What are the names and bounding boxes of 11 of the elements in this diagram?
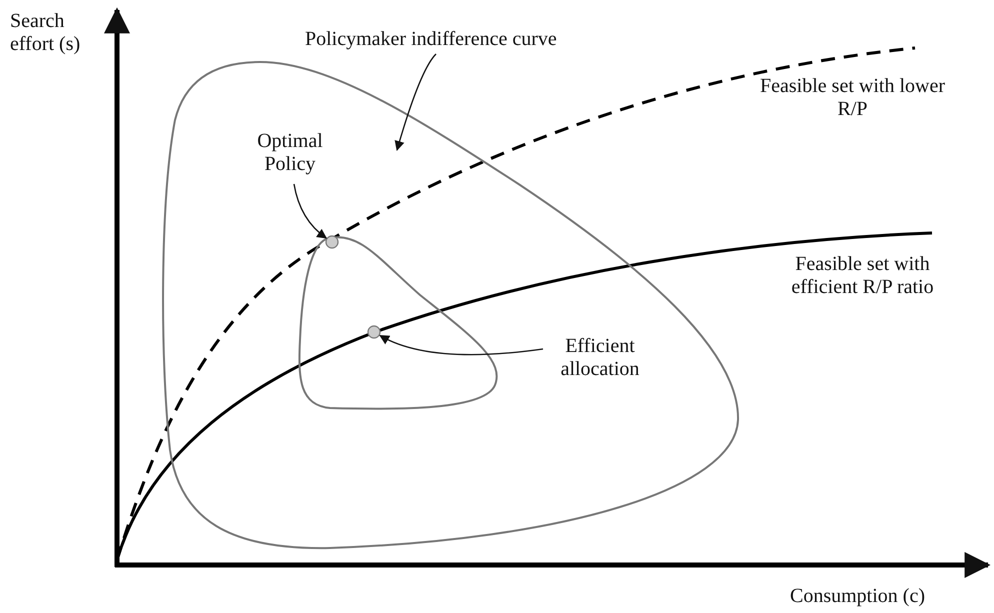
leader-arrow — [293, 184, 328, 239]
leader-arrow — [379, 334, 544, 356]
curve-label: Feasible set with efficient R/P ratio — [790, 253, 935, 299]
curve-label: Feasible set with lower R/P — [759, 75, 946, 121]
callout-text: Policymaker indifference curve — [305, 28, 575, 51]
callout-text: Efficient allocation — [545, 335, 655, 381]
axis-title: Search effort (s) — [10, 10, 82, 56]
axis-title: Consumption (c) — [790, 585, 926, 608]
leader-arrow — [394, 54, 436, 151]
callout-text: Optimal Policy — [245, 130, 335, 176]
indifference-curve — [162, 61, 739, 549]
